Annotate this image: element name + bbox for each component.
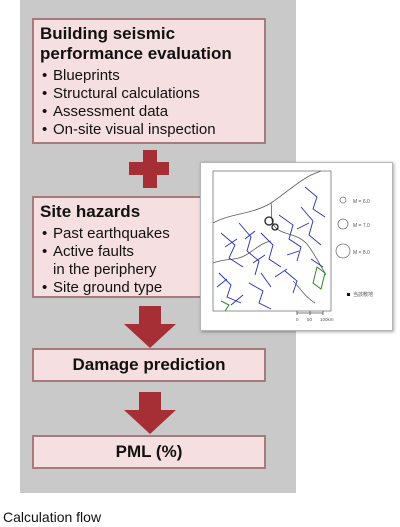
scale-label-100km: 100km [320, 317, 334, 322]
site-hazards-title: Site hazards [40, 202, 141, 221]
site-hazards-list: Past earthquakes Active faults in the pe… [40, 225, 258, 297]
active-faults-line2: in the periphery [53, 261, 157, 278]
damage-prediction-box: Damage prediction [32, 348, 266, 382]
building-evaluation-box: Building seismic performance evaluation … [32, 18, 266, 144]
legend-m8: M = 8.0 [353, 250, 370, 256]
building-evaluation-title-line2: performance evaluation [40, 44, 232, 63]
scale-label-50: 50 [307, 317, 313, 322]
legend-m6: M = 6.0 [353, 199, 370, 205]
list-item-past-earthquakes: Past earthquakes [40, 225, 258, 243]
list-item-onsite-inspection: On-site visual inspection [40, 121, 258, 139]
damage-prediction-title: Damage prediction [72, 355, 226, 374]
list-item-site-ground-type: Site ground type [40, 279, 258, 297]
down-arrow-icon [124, 392, 176, 434]
list-item-blueprints: Blueprints [40, 67, 258, 85]
list-item-structural-calculations: Structural calculations [40, 85, 258, 103]
pml-box: PML (%) [32, 435, 266, 469]
building-evaluation-list: Blueprints Structural calculations Asses… [40, 67, 258, 139]
hazard-map-inset: M = 6.0 M = 7.0 M = 8.0 当該敷地 0 50 100km [200, 162, 393, 331]
pml-title: PML (%) [115, 442, 183, 461]
building-evaluation-title-line1: Building seismic [40, 24, 176, 43]
legend-m7: M = 7.0 [353, 223, 370, 229]
site-marker-label: 当該敷地 [353, 291, 373, 298]
hazard-map: M = 6.0 M = 7.0 M = 8.0 当該敷地 0 50 100km [212, 170, 373, 322]
site-hazards-box: Site hazards Past earthquakes Active fau… [32, 196, 266, 298]
active-faults-line1: Active faults [53, 243, 134, 260]
list-item-active-faults: Active faults in the periphery [40, 243, 258, 279]
scale-label-0: 0 [296, 317, 299, 322]
plus-icon-horizontal [129, 162, 169, 175]
down-arrow-icon [124, 306, 176, 348]
list-item-assessment-data: Assessment data [40, 103, 258, 121]
figure-caption: Calculation flow [3, 509, 102, 525]
